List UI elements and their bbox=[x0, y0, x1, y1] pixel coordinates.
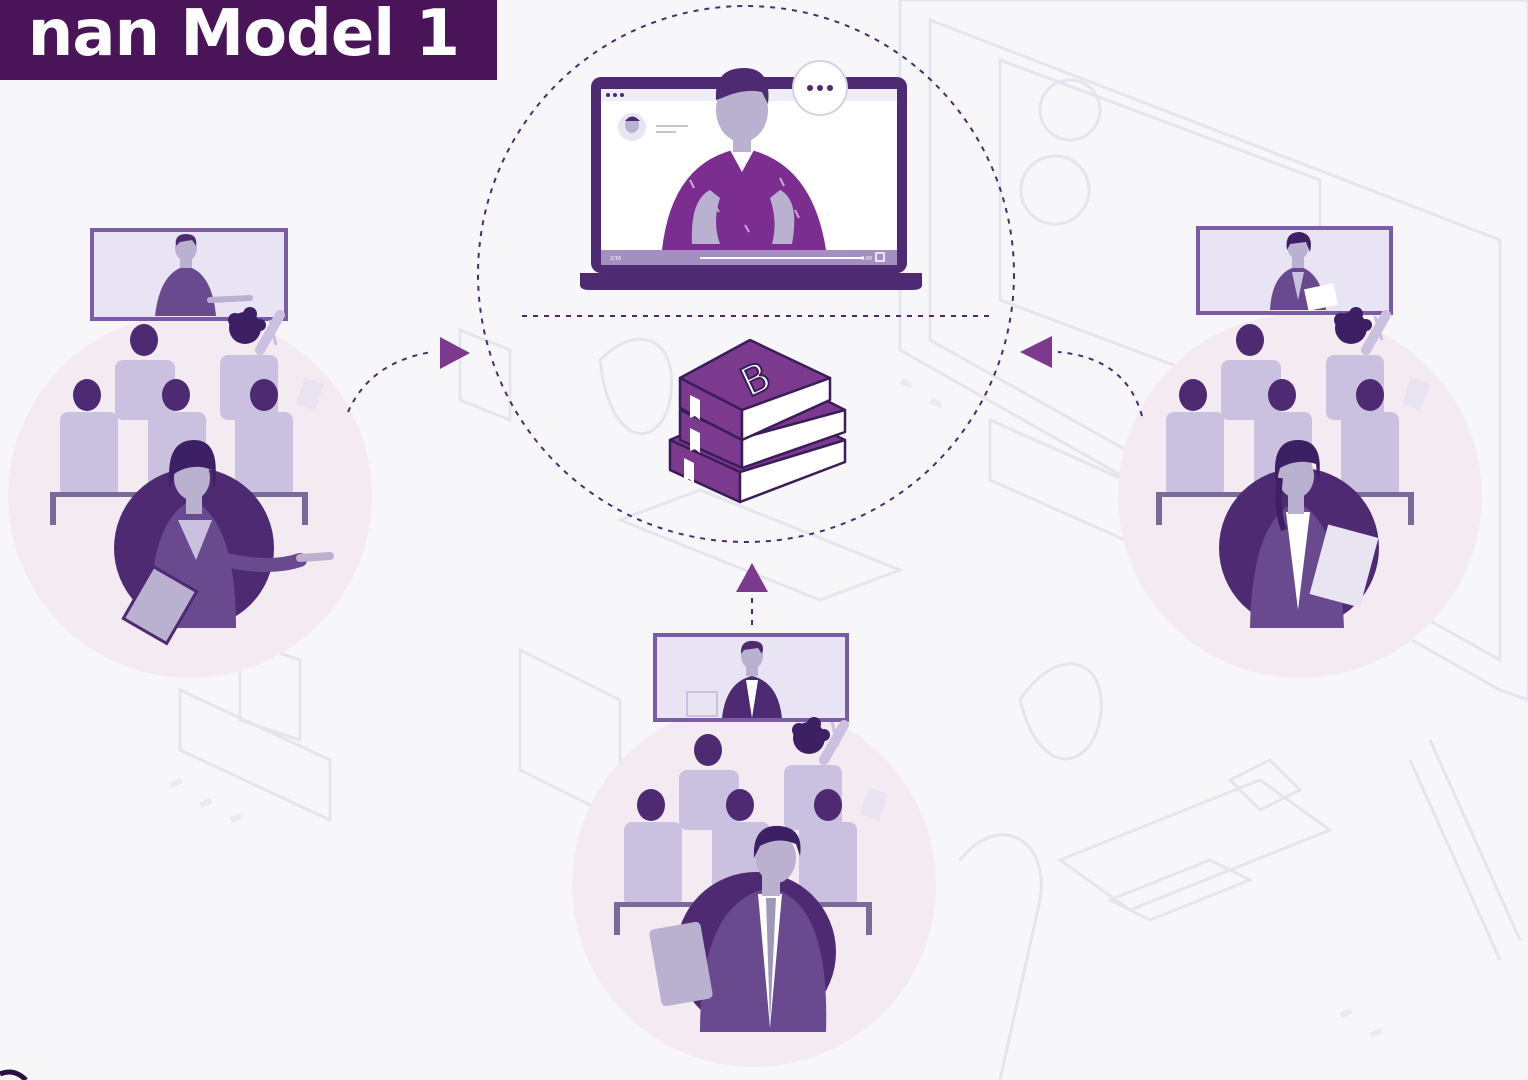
arrow-bottom-to-hub bbox=[736, 563, 768, 625]
video-progress-right: 6:00 bbox=[861, 256, 872, 262]
node-right-monitor bbox=[1196, 226, 1393, 341]
books-icon bbox=[668, 338, 847, 504]
node-left bbox=[8, 228, 372, 678]
title-banner: nan Model 1 bbox=[0, 0, 497, 80]
female-reader-icon bbox=[1219, 440, 1379, 628]
arrow-right-to-hub bbox=[1020, 336, 1143, 417]
node-right bbox=[1118, 226, 1482, 678]
title-banner-background bbox=[0, 0, 497, 80]
video-progress-left: 2/16 bbox=[610, 256, 621, 262]
corner-mark bbox=[0, 1069, 28, 1080]
background-dot-pattern bbox=[169, 377, 1383, 1039]
page-title: nan Model 1 bbox=[27, 0, 460, 71]
male-presenter-icon bbox=[649, 825, 836, 1032]
female-presenter-icon bbox=[114, 440, 334, 646]
node-bottom-monitor bbox=[653, 633, 849, 747]
arrow-left-to-hub bbox=[347, 337, 470, 413]
laptop-icon bbox=[580, 60, 922, 290]
node-bottom bbox=[572, 633, 936, 1067]
hub-dashed-circle bbox=[477, 5, 1015, 543]
